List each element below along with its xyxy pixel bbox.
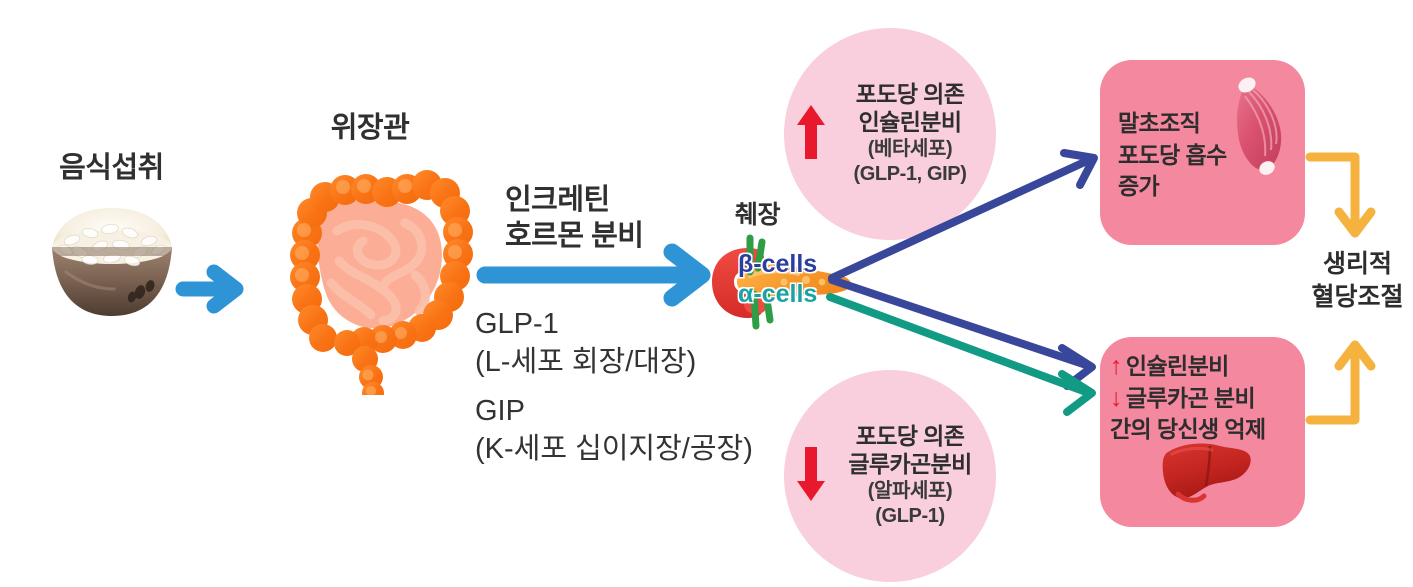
glucagon-secretion-circle: 포도당 의존 글루카곤분비 (알파세포) (GLP-1)	[784, 370, 996, 582]
down-arrow-icon	[790, 445, 832, 508]
insulin-secretion-circle: 포도당 의존 인슐린분비 (베타세포) (GLP-1, GIP)	[784, 28, 996, 240]
glp1-info: GLP-1 (L-세포 회장/대장)	[475, 305, 696, 382]
food-intake-label: 음식섭취	[59, 152, 164, 184]
orange-elbow-arrow-bottom	[1305, 340, 1376, 425]
gip-source: (K-세포 십이지장/공장)	[475, 433, 753, 466]
navy-arrow-to-liver	[828, 276, 1096, 390]
outcome-line1: 생리적	[1322, 250, 1392, 278]
peripheral-line1: 말초조직	[1118, 110, 1201, 136]
insulin-line1: 포도당 의존	[855, 81, 965, 108]
gastrointestinal-tract-label: 위장관	[330, 112, 410, 144]
pancreas-icon	[706, 232, 856, 332]
glucagon-line2: 글루카곤분비	[848, 451, 972, 477]
insulin-circle-text: 포도당 의존 인슐린분비 (베타세포) (GLP-1, GIP)	[832, 81, 996, 186]
pancreas-label: 췌장	[735, 201, 781, 229]
liver-row-insulin: ↑ 인슐린분비	[1110, 351, 1266, 383]
rice-bowl-icon	[36, 200, 188, 320]
peripheral-tissue-box: 말초조직 포도당 흡수 증가	[1100, 60, 1305, 245]
liver-row-gluconeogenesis: 간의 당신생 억제	[1110, 414, 1266, 446]
orange-elbow-arrow-top	[1305, 152, 1376, 238]
glucagon-circle-text: 포도당 의존 글루카곤분비 (알파세포) (GLP-1)	[832, 423, 996, 528]
up-arrow-icon-small: ↑	[1110, 352, 1123, 381]
glucagon-line4: (GLP-1)	[875, 504, 945, 527]
liver-box: ↑ 인슐린분비 ↓ 글루카곤 분비 간의 당신생 억제	[1100, 337, 1305, 527]
peripheral-line2: 포도당 흡수	[1118, 141, 1227, 168]
glp1-name: GLP-1	[475, 308, 559, 340]
liver-text: ↑ 인슐린분비 ↓ 글루카곤 분비 간의 당신생 억제	[1110, 351, 1266, 446]
liver-row2-text: 글루카곤 분비	[1125, 384, 1256, 411]
incretin-title-line1: 인크레틴	[505, 184, 610, 216]
liver-row3-text: 간의 당신생 억제	[1110, 416, 1266, 443]
intestine-icon	[255, 145, 505, 404]
insulin-line4: (GLP-1, GIP)	[853, 162, 967, 185]
glucagon-line1: 포도당 의존	[855, 423, 965, 450]
blue-arrow-food-to-gut	[175, 264, 244, 314]
gip-name: GIP	[475, 395, 525, 427]
blue-arrow-gut-to-pancreas	[476, 243, 711, 307]
muscle-icon	[1225, 76, 1297, 181]
gip-info: GIP (K-세포 십이지장/공장)	[475, 392, 753, 469]
physiological-glucose-regulation-label: 생리적 혈당조절	[1302, 248, 1413, 313]
glucagon-line3: (알파세포)	[867, 479, 953, 502]
outcome-line2: 혈당조절	[1311, 282, 1404, 311]
beta-cells-label: β-cells	[738, 250, 818, 278]
insulin-line2: 인슐린분비	[858, 109, 962, 135]
glp1-source: (L-세포 회장/대장)	[475, 346, 697, 379]
up-arrow-icon	[790, 103, 832, 166]
liver-icon	[1158, 440, 1254, 513]
down-arrow-icon-small: ↓	[1110, 384, 1123, 413]
liver-row-glucagon: ↓ 글루카곤 분비	[1110, 383, 1266, 415]
alpha-cells-label: α-cells	[738, 280, 818, 308]
incretin-secretion-label: 인크레틴 호르몬 분비	[505, 182, 644, 255]
incretin-title-line2: 호르몬 분비	[505, 220, 644, 253]
peripheral-text: 말초조직 포도당 흡수 증가	[1118, 108, 1227, 203]
insulin-line3: (베타세포)	[867, 137, 953, 160]
peripheral-line3: 증가	[1118, 173, 1160, 200]
liver-row1-text: 인슐린분비	[1125, 353, 1229, 379]
